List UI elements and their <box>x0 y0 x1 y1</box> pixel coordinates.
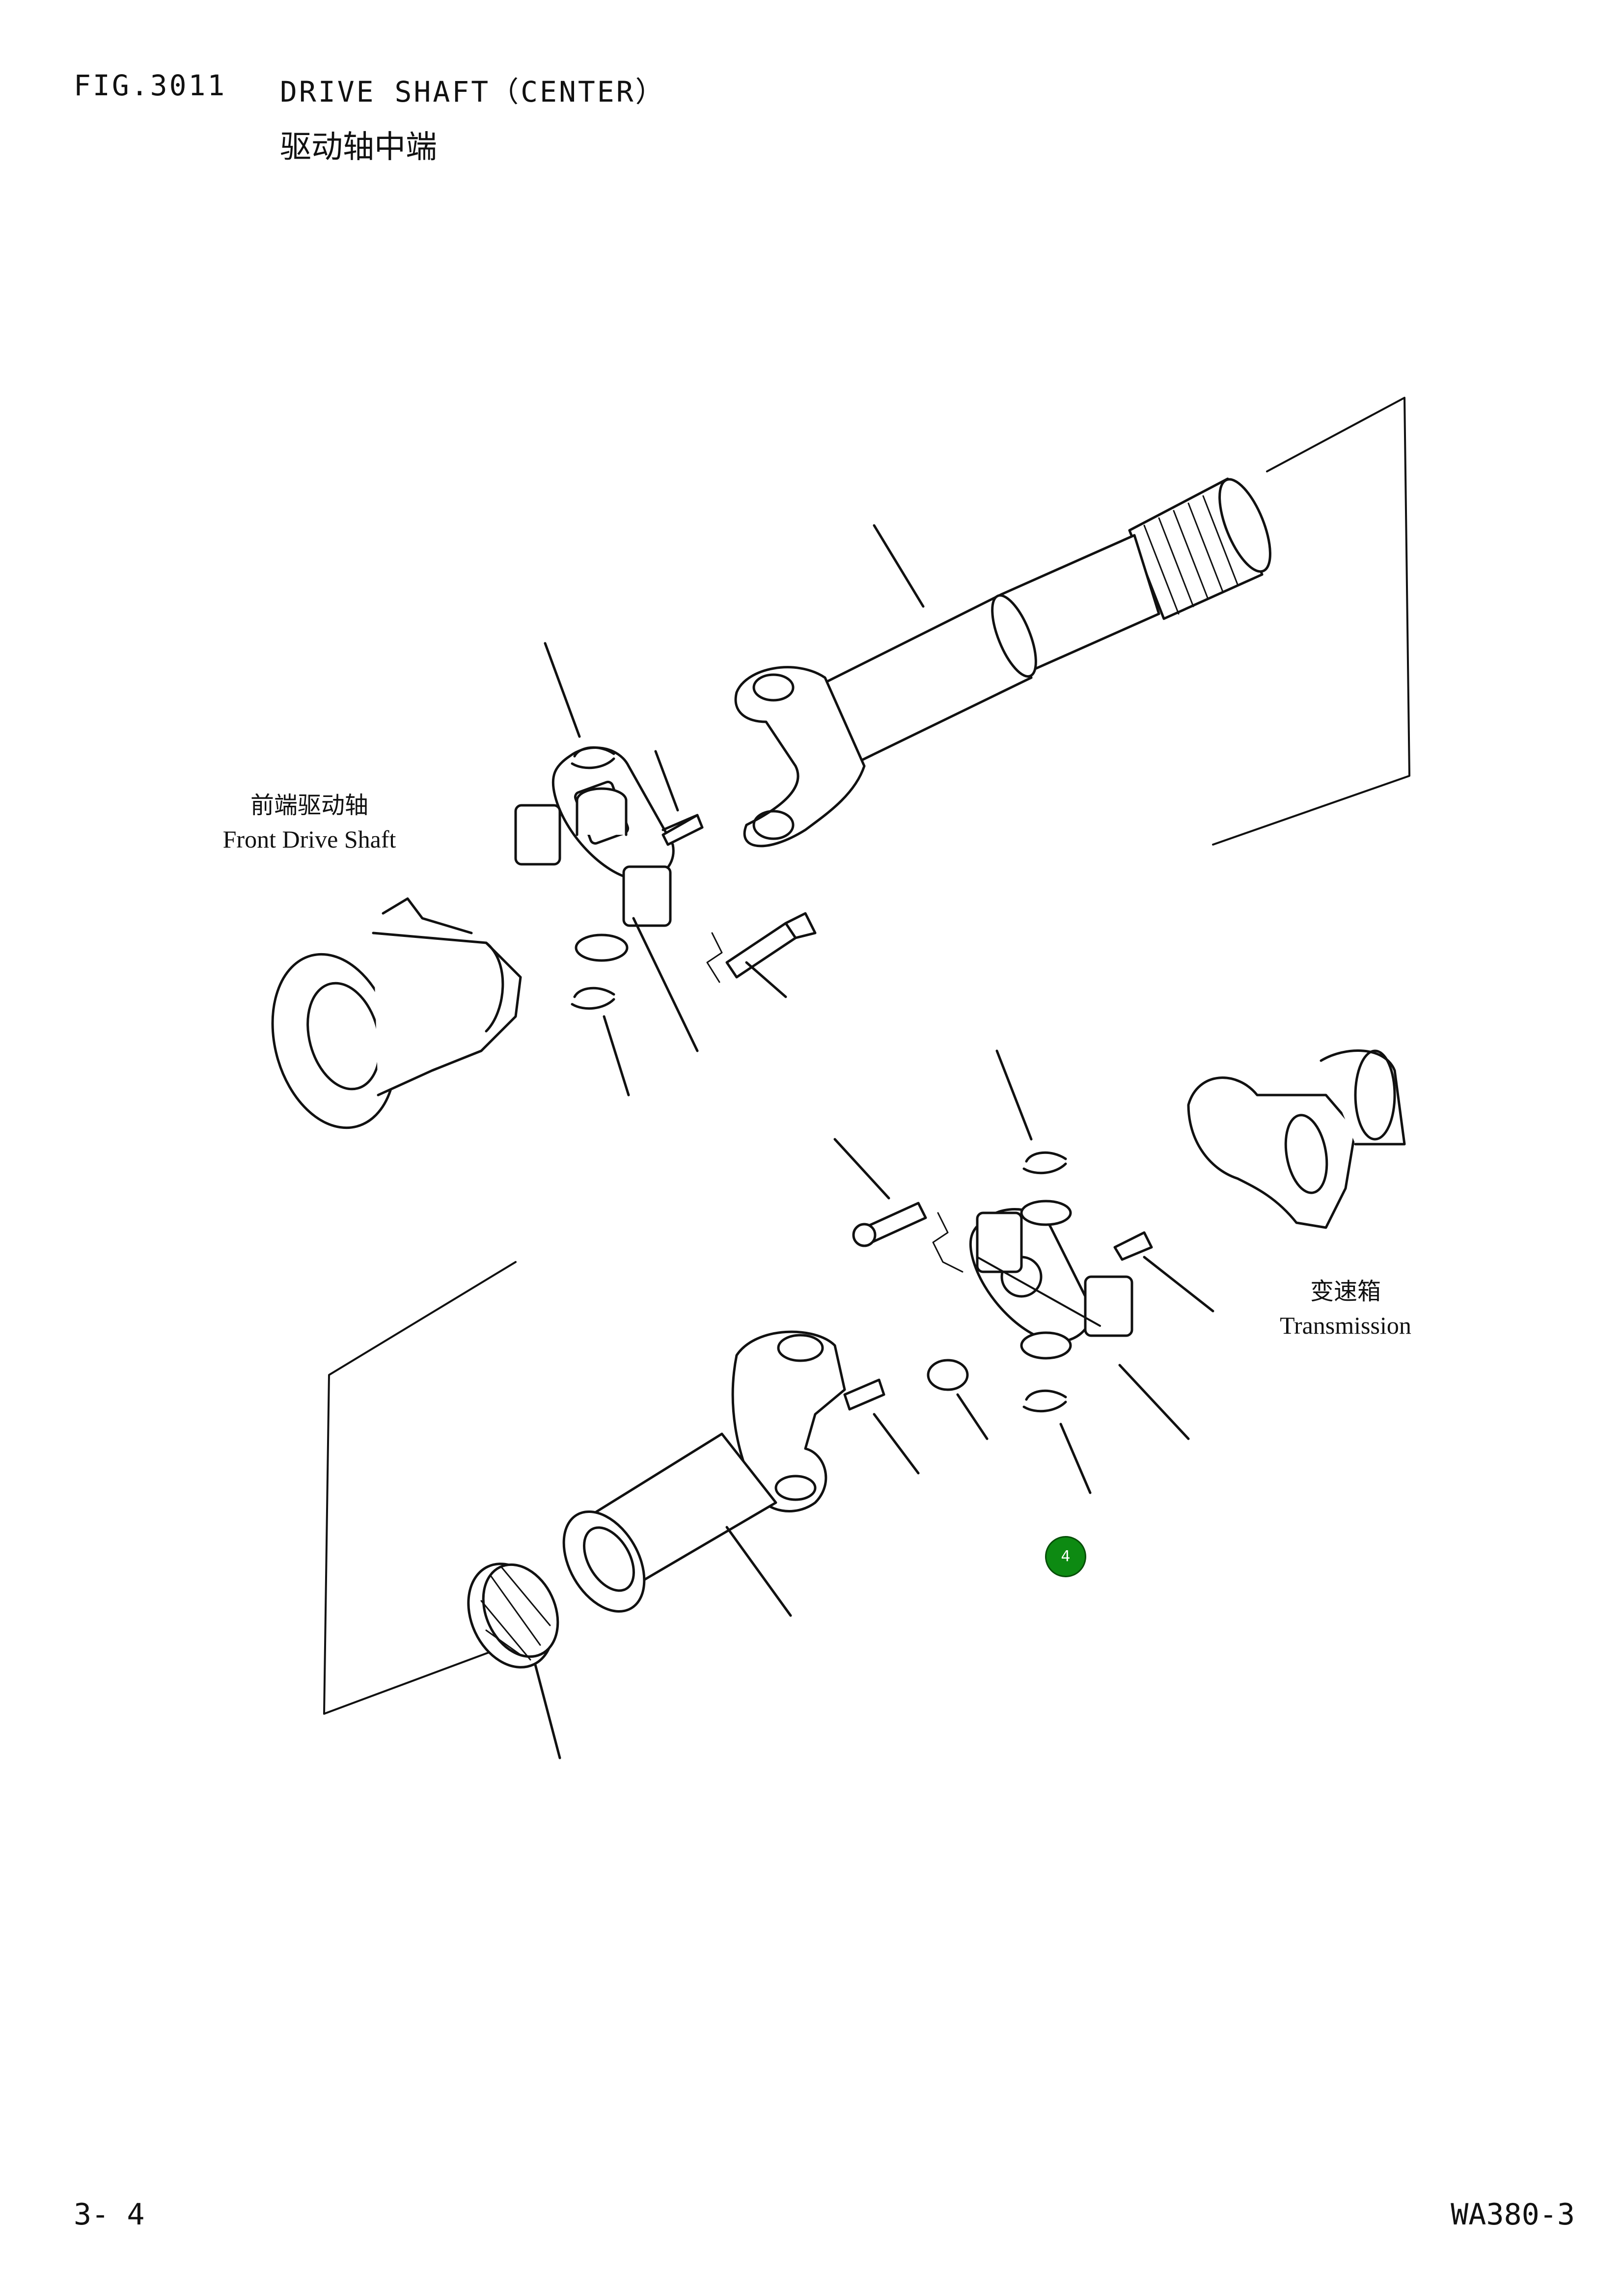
front-drive-shaft-label: 前端驱动轴 Front Drive Shaft <box>206 786 413 853</box>
lower-shaft-assembly <box>323 1261 989 1715</box>
splined-shaft-end <box>1128 477 1271 620</box>
dust-cap <box>467 1563 561 1759</box>
upper-universal-joint <box>514 642 817 1097</box>
model-number: WA380-3 <box>1451 2197 1575 2232</box>
snap-ring-lower <box>571 987 615 1010</box>
grease-fitting-lower <box>1113 1231 1153 1261</box>
shaft-tube <box>814 534 1160 768</box>
callout-marker[interactable]: 4 <box>1045 1536 1086 1577</box>
figure-number: FIG.3011 <box>74 69 227 102</box>
grease-fitting-shaft <box>843 1378 885 1411</box>
transmission-label: 变速箱 Transmission <box>1252 1272 1439 1340</box>
front-drive-shaft-flange <box>271 897 522 1129</box>
snap-ring-lower-top <box>1022 1151 1067 1175</box>
figure-title: DRIVE SHAFT（CENTER） <box>280 75 666 109</box>
figure-title-chinese: 驱动轴中端 <box>280 129 437 165</box>
upper-shaft-assembly <box>734 397 1410 848</box>
bolt-upper <box>725 912 817 979</box>
transmission-label-cn: 变速箱 <box>1310 1278 1381 1305</box>
front-drive-shaft-label-en: Front Drive Shaft <box>222 825 396 853</box>
page-number: 3- 4 <box>74 2197 145 2232</box>
snap-ring-upper <box>571 746 615 769</box>
front-drive-shaft-label-cn: 前端驱动轴 <box>250 792 368 819</box>
snap-ring-lower-bottom <box>1022 1389 1067 1413</box>
upper-slip-yoke <box>734 666 866 848</box>
lower-frame-line <box>323 1261 536 1715</box>
transmission-yoke <box>1187 1049 1406 1229</box>
upper-frame-line <box>1212 397 1410 846</box>
bushing <box>927 1359 969 1391</box>
grease-fitting-upper <box>661 814 704 846</box>
lower-universal-joint <box>833 1049 1214 1494</box>
transmission-label-en: Transmission <box>1280 1312 1411 1339</box>
